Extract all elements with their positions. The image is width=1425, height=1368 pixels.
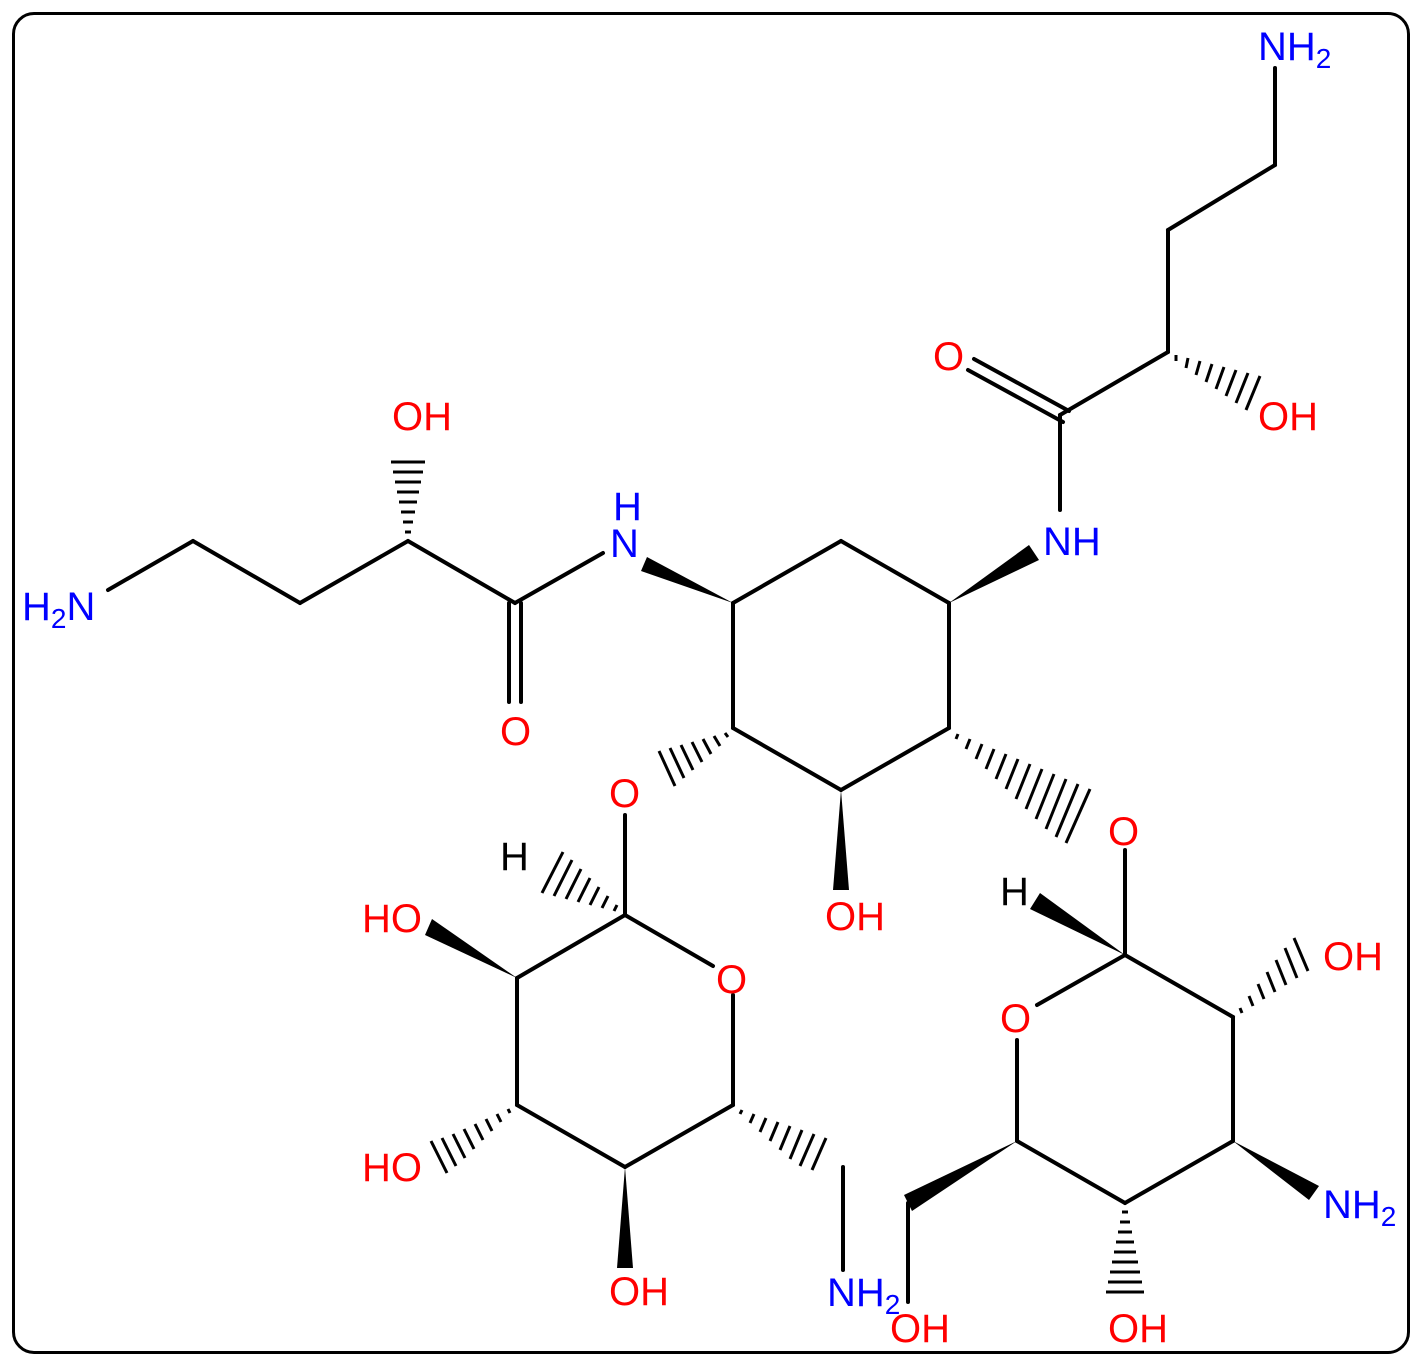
atom-h2n-left: H2N — [22, 585, 95, 634]
wedge-bonds — [425, 545, 1319, 1268]
atom-nh2-left-sugar: NH2 — [827, 1271, 900, 1320]
molecule-frame — [12, 12, 1410, 1354]
atom-oh-side-left: OH — [392, 395, 452, 439]
atom-oh-right-sugar-top: OH — [1323, 935, 1383, 979]
atom-h-anomeric-left: H — [500, 835, 529, 879]
atom-h-nh-left: H — [613, 485, 642, 529]
atom-o-glycosidic-right: O — [1108, 810, 1139, 854]
double-bonds — [507, 357, 1071, 704]
atom-h-anomeric-right: H — [1000, 870, 1029, 914]
hashed-bonds — [391, 355, 1310, 1294]
atom-o-ring-right: O — [1000, 997, 1031, 1041]
atom-oh-right-sugar-ch2: OH — [890, 1307, 950, 1351]
atom-ho-left-sugar-mid: HO — [362, 1146, 422, 1190]
atom-o-ring-left: O — [716, 958, 747, 1002]
atom-nh2-top-right: NH2 — [1258, 25, 1331, 74]
atom-oh-center: OH — [825, 895, 885, 939]
atom-nh-right: NH — [1043, 520, 1101, 564]
single-bonds — [106, 66, 1277, 1304]
atom-n-left: N — [610, 522, 639, 566]
atom-oh-side-right: OH — [1258, 395, 1318, 439]
atom-o-carbonyl-left: O — [500, 710, 531, 754]
atom-oh-left-sugar-bottom: OH — [609, 1270, 669, 1314]
atom-labels: NH2 O OH NH OH H N H2N O O OH O H HO O H… — [22, 25, 1396, 1351]
atom-o-glycosidic-left: O — [609, 772, 640, 816]
atom-nh2-right-sugar: NH2 — [1323, 1183, 1396, 1232]
atom-o-carbonyl-right: O — [933, 335, 964, 379]
atom-ho-left-sugar-top: HO — [362, 897, 422, 941]
atom-oh-right-sugar-bottom: OH — [1108, 1307, 1168, 1351]
